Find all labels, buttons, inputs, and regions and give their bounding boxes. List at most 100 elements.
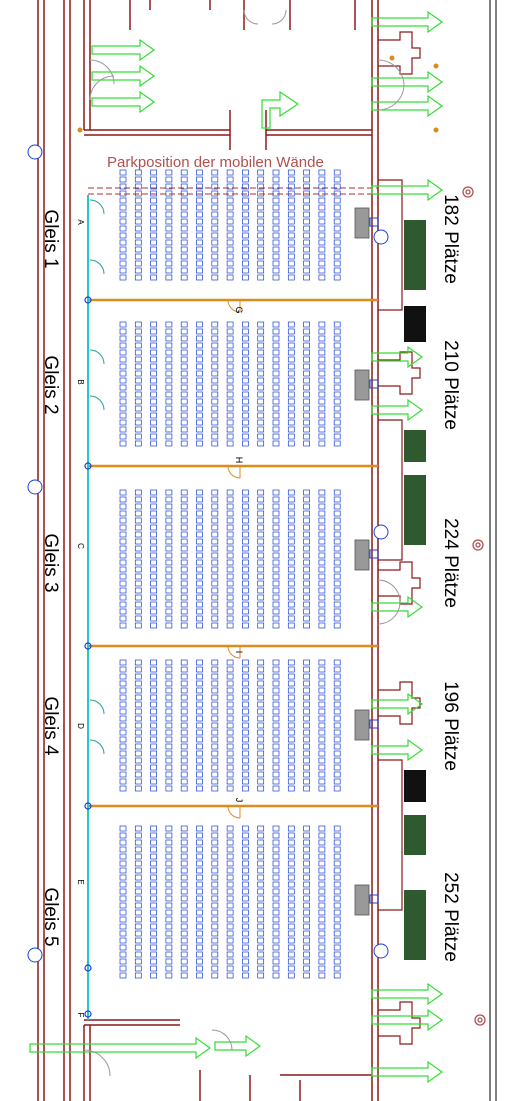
- seat: [333, 356, 341, 363]
- seat: [257, 965, 265, 972]
- seat: [165, 531, 173, 538]
- seat: [119, 419, 127, 426]
- seat: [287, 204, 295, 211]
- seat: [211, 274, 219, 281]
- seat: [242, 211, 249, 218]
- seat: [196, 916, 203, 923]
- seat: [242, 573, 249, 580]
- seat: [211, 489, 219, 496]
- seat: [180, 680, 188, 687]
- seat: [318, 246, 326, 253]
- seat: [257, 673, 265, 680]
- seat: [165, 253, 173, 260]
- seat: [134, 260, 142, 267]
- seat: [318, 825, 326, 832]
- seat: [196, 412, 203, 419]
- seat: [257, 232, 265, 239]
- seat: [180, 673, 188, 680]
- seat-block: [119, 169, 341, 281]
- seat: [242, 426, 249, 433]
- seat: [303, 356, 310, 363]
- seat: [257, 225, 265, 232]
- seat: [165, 687, 173, 694]
- seat: [242, 218, 249, 225]
- seat: [150, 909, 157, 916]
- seat: [196, 370, 203, 377]
- seat: [165, 874, 173, 881]
- seat: [287, 349, 295, 356]
- seat: [150, 211, 157, 218]
- seat: [165, 937, 173, 944]
- seat: [165, 176, 173, 183]
- seat: [119, 267, 127, 274]
- seat: [303, 363, 310, 370]
- seat: [272, 937, 280, 944]
- seat: [257, 552, 265, 559]
- seat: [303, 377, 310, 384]
- seat: [333, 736, 341, 743]
- seat: [150, 225, 157, 232]
- seat: [119, 356, 127, 363]
- seat: [119, 750, 127, 757]
- seat: [333, 566, 341, 573]
- seat: [318, 743, 326, 750]
- seat: [134, 510, 142, 517]
- seat: [196, 846, 203, 853]
- seat: [119, 937, 127, 944]
- seat: [303, 958, 310, 965]
- seat: [303, 176, 310, 183]
- seat: [318, 531, 326, 538]
- seat: [303, 895, 310, 902]
- seat: [150, 531, 157, 538]
- seat: [287, 538, 295, 545]
- seat: [257, 771, 265, 778]
- seat: [333, 888, 341, 895]
- seat: [318, 377, 326, 384]
- seat: [272, 736, 280, 743]
- seat: [318, 972, 326, 979]
- seat: [333, 750, 341, 757]
- seat: [165, 218, 173, 225]
- seat: [333, 169, 341, 176]
- seat: [318, 398, 326, 405]
- seat: [318, 426, 326, 433]
- seat: [119, 965, 127, 972]
- seat: [257, 743, 265, 750]
- seat: [226, 246, 234, 253]
- seat: [318, 440, 326, 447]
- seat: [196, 190, 203, 197]
- seat: [333, 615, 341, 622]
- seat: [287, 531, 295, 538]
- seat: [242, 785, 249, 792]
- seat: [180, 701, 188, 708]
- seat: [242, 580, 249, 587]
- seat: [119, 701, 127, 708]
- seat: [134, 923, 142, 930]
- seat: [303, 666, 310, 673]
- seat: [242, 545, 249, 552]
- seat: [318, 937, 326, 944]
- seat: [180, 601, 188, 608]
- seat: [272, 531, 280, 538]
- seat: [242, 253, 249, 260]
- seat: [165, 951, 173, 958]
- seat: [287, 356, 295, 363]
- seat: [180, 853, 188, 860]
- seat: [134, 342, 142, 349]
- seat: [180, 743, 188, 750]
- seat: [150, 937, 157, 944]
- seat: [242, 356, 249, 363]
- seat: [242, 260, 249, 267]
- seat: [303, 440, 310, 447]
- seat: [272, 785, 280, 792]
- seat: [257, 958, 265, 965]
- seat: [303, 736, 310, 743]
- seat: [333, 951, 341, 958]
- seat: [180, 433, 188, 440]
- seat: [196, 426, 203, 433]
- seat: [226, 902, 234, 909]
- seat: [165, 736, 173, 743]
- seat: [150, 545, 157, 552]
- exit-arrow: [371, 595, 424, 619]
- seat: [196, 246, 203, 253]
